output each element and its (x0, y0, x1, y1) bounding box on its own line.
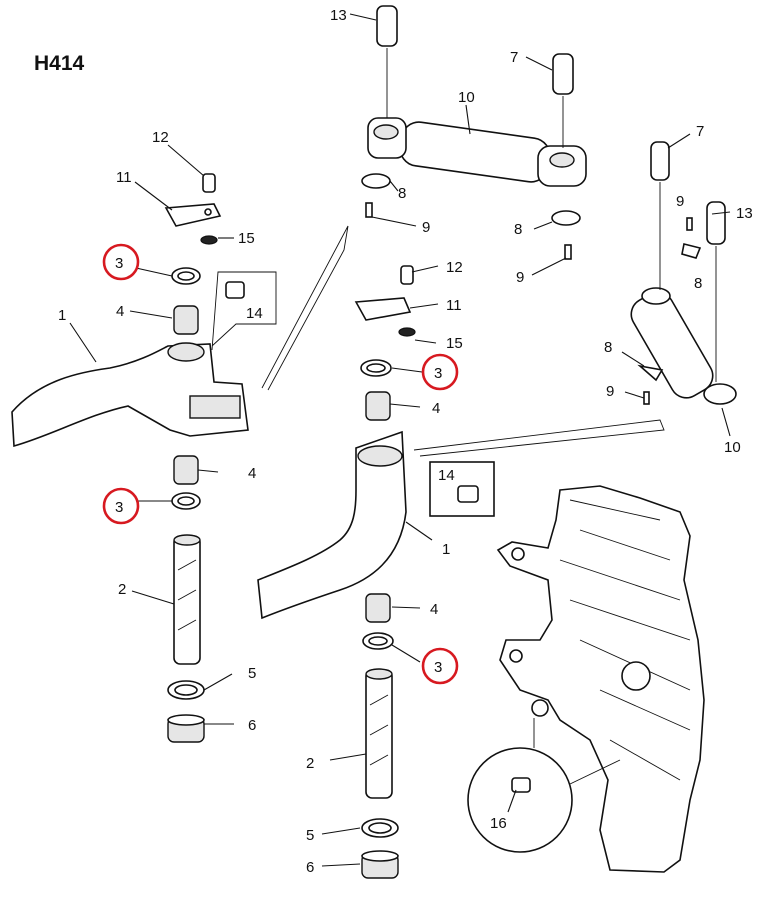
pin-13-part (376, 5, 398, 47)
callout-4: 4 (116, 303, 124, 320)
callout-4: 4 (430, 601, 438, 618)
transom-bracket-part (467, 485, 705, 873)
callout-9: 9 (606, 383, 614, 400)
callout-1: 1 (442, 541, 450, 558)
projection-line-right (413, 419, 665, 457)
callout-1: 1 (58, 307, 66, 324)
top-cylinder-assembly (361, 5, 587, 260)
callout-6: 6 (248, 717, 256, 734)
callout-10: 10 (724, 439, 741, 456)
callout-3: 3 (115, 255, 123, 272)
callout-13: 13 (330, 7, 347, 24)
callout-10: 10 (458, 89, 475, 106)
callout-14: 14 (438, 467, 455, 484)
projection-line-left (261, 225, 349, 391)
callout-2: 2 (118, 581, 126, 598)
callout-4: 4 (432, 400, 440, 417)
callout-2: 2 (306, 755, 314, 772)
highlight-rings (102, 243, 459, 685)
callout-15: 15 (446, 335, 463, 352)
callout-12: 12 (446, 259, 463, 276)
callout-8: 8 (694, 275, 702, 292)
callout-3: 3 (115, 499, 123, 516)
callout-7: 7 (510, 49, 518, 66)
highlight-ring (421, 647, 459, 685)
tiller-arm-1b-part (257, 430, 407, 620)
callout-7: 7 (696, 123, 704, 140)
callout-6: 6 (306, 859, 314, 876)
callout-5: 5 (248, 665, 256, 682)
left-assembly (11, 173, 277, 743)
callout-11: 11 (446, 297, 462, 314)
shaft-2-part (173, 535, 201, 665)
center-assembly (257, 265, 495, 879)
callout-16: 16 (490, 815, 507, 832)
callout-13: 13 (736, 205, 753, 222)
callout-9: 9 (422, 219, 430, 236)
cylinder-10-part (399, 121, 551, 183)
tiller-arm-1-part (11, 343, 249, 448)
callout-5: 5 (306, 827, 314, 844)
callout-9: 9 (676, 193, 684, 210)
highlight-ring (102, 243, 140, 281)
callout-4: 4 (248, 465, 256, 482)
callout-15: 15 (238, 230, 255, 247)
diagram-code: H414 (34, 52, 85, 75)
leader-lines (69, 13, 731, 867)
callout-labels: 13 7 10 12 11 15 3 4 1 14 4 3 2 5 6 8 9 … (58, 7, 753, 876)
right-cylinder-assembly (630, 141, 737, 405)
highlight-ring (102, 487, 140, 525)
highlight-ring (421, 353, 459, 391)
callout-11: 11 (116, 169, 132, 186)
callout-3: 3 (434, 365, 442, 382)
callout-3: 3 (434, 659, 442, 676)
callout-14: 14 (246, 305, 263, 322)
pin-7-part (552, 53, 574, 95)
callout-8: 8 (514, 221, 522, 238)
callout-12: 12 (152, 129, 169, 146)
callout-8: 8 (604, 339, 612, 356)
callout-9: 9 (516, 269, 524, 286)
callout-8: 8 (398, 185, 406, 202)
